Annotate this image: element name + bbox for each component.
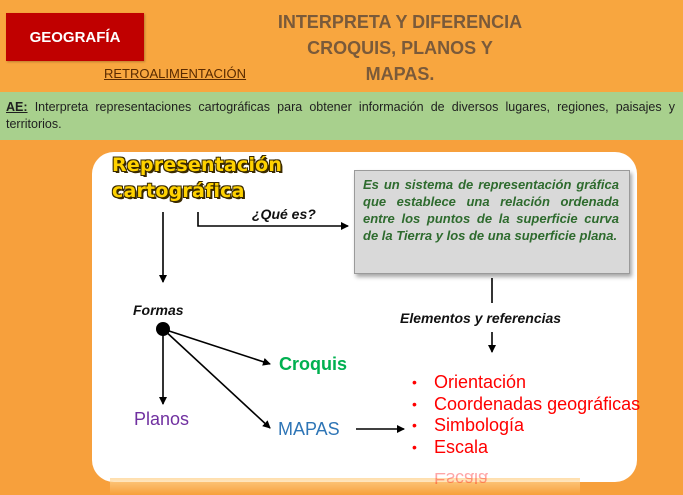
feedback-link[interactable]: RETROALIMENTACIÓN (104, 66, 247, 81)
line-title-to-definition (197, 212, 349, 230)
ae-text: Interpreta representaciones cartográfica… (6, 100, 675, 131)
form-croquis: Croquis (279, 354, 348, 374)
learning-expectation-bar: AE: Interpreta representaciones cartográ… (0, 92, 683, 140)
subject-badge: GEOGRAFÍA (6, 13, 144, 61)
question-label: ¿Qué es? (252, 206, 316, 222)
list-item: Coordenadas geográficas (412, 394, 640, 416)
ae-label: AE: (6, 100, 28, 114)
title-line-1: INTERPRETA Y DIFERENCIA (277, 12, 523, 32)
scale-reflection: Escala (434, 473, 489, 484)
line-to-croquis (162, 328, 271, 366)
page-title: INTERPRETA Y DIFERENCIA CROQUIS, PLANOS … (240, 9, 560, 87)
line-to-mapas (162, 328, 271, 429)
form-mapas: MAPAS (278, 419, 340, 439)
title-line-3: MAPAS. (365, 64, 435, 84)
definition-box: Es un sistema de representación gráfica … (354, 170, 630, 274)
form-planos: Planos (134, 409, 190, 429)
diagram-title-line-1: Representación (112, 154, 283, 176)
list-item: Orientación (412, 372, 640, 394)
list-item: Simbología (412, 415, 640, 437)
diagram-title-line-2: cartográfica (112, 180, 245, 202)
forms-label: Formas (133, 302, 184, 318)
elements-list: Orientación Coordenadas geográficas Simb… (412, 372, 640, 458)
title-line-2: CROQUIS, PLANOS Y (307, 38, 493, 58)
panel-glow (110, 478, 580, 495)
list-item: Escala (412, 437, 640, 459)
elements-label: Elementos y referencias (400, 310, 562, 326)
diagram-title: Representación cartográfica (112, 152, 282, 204)
